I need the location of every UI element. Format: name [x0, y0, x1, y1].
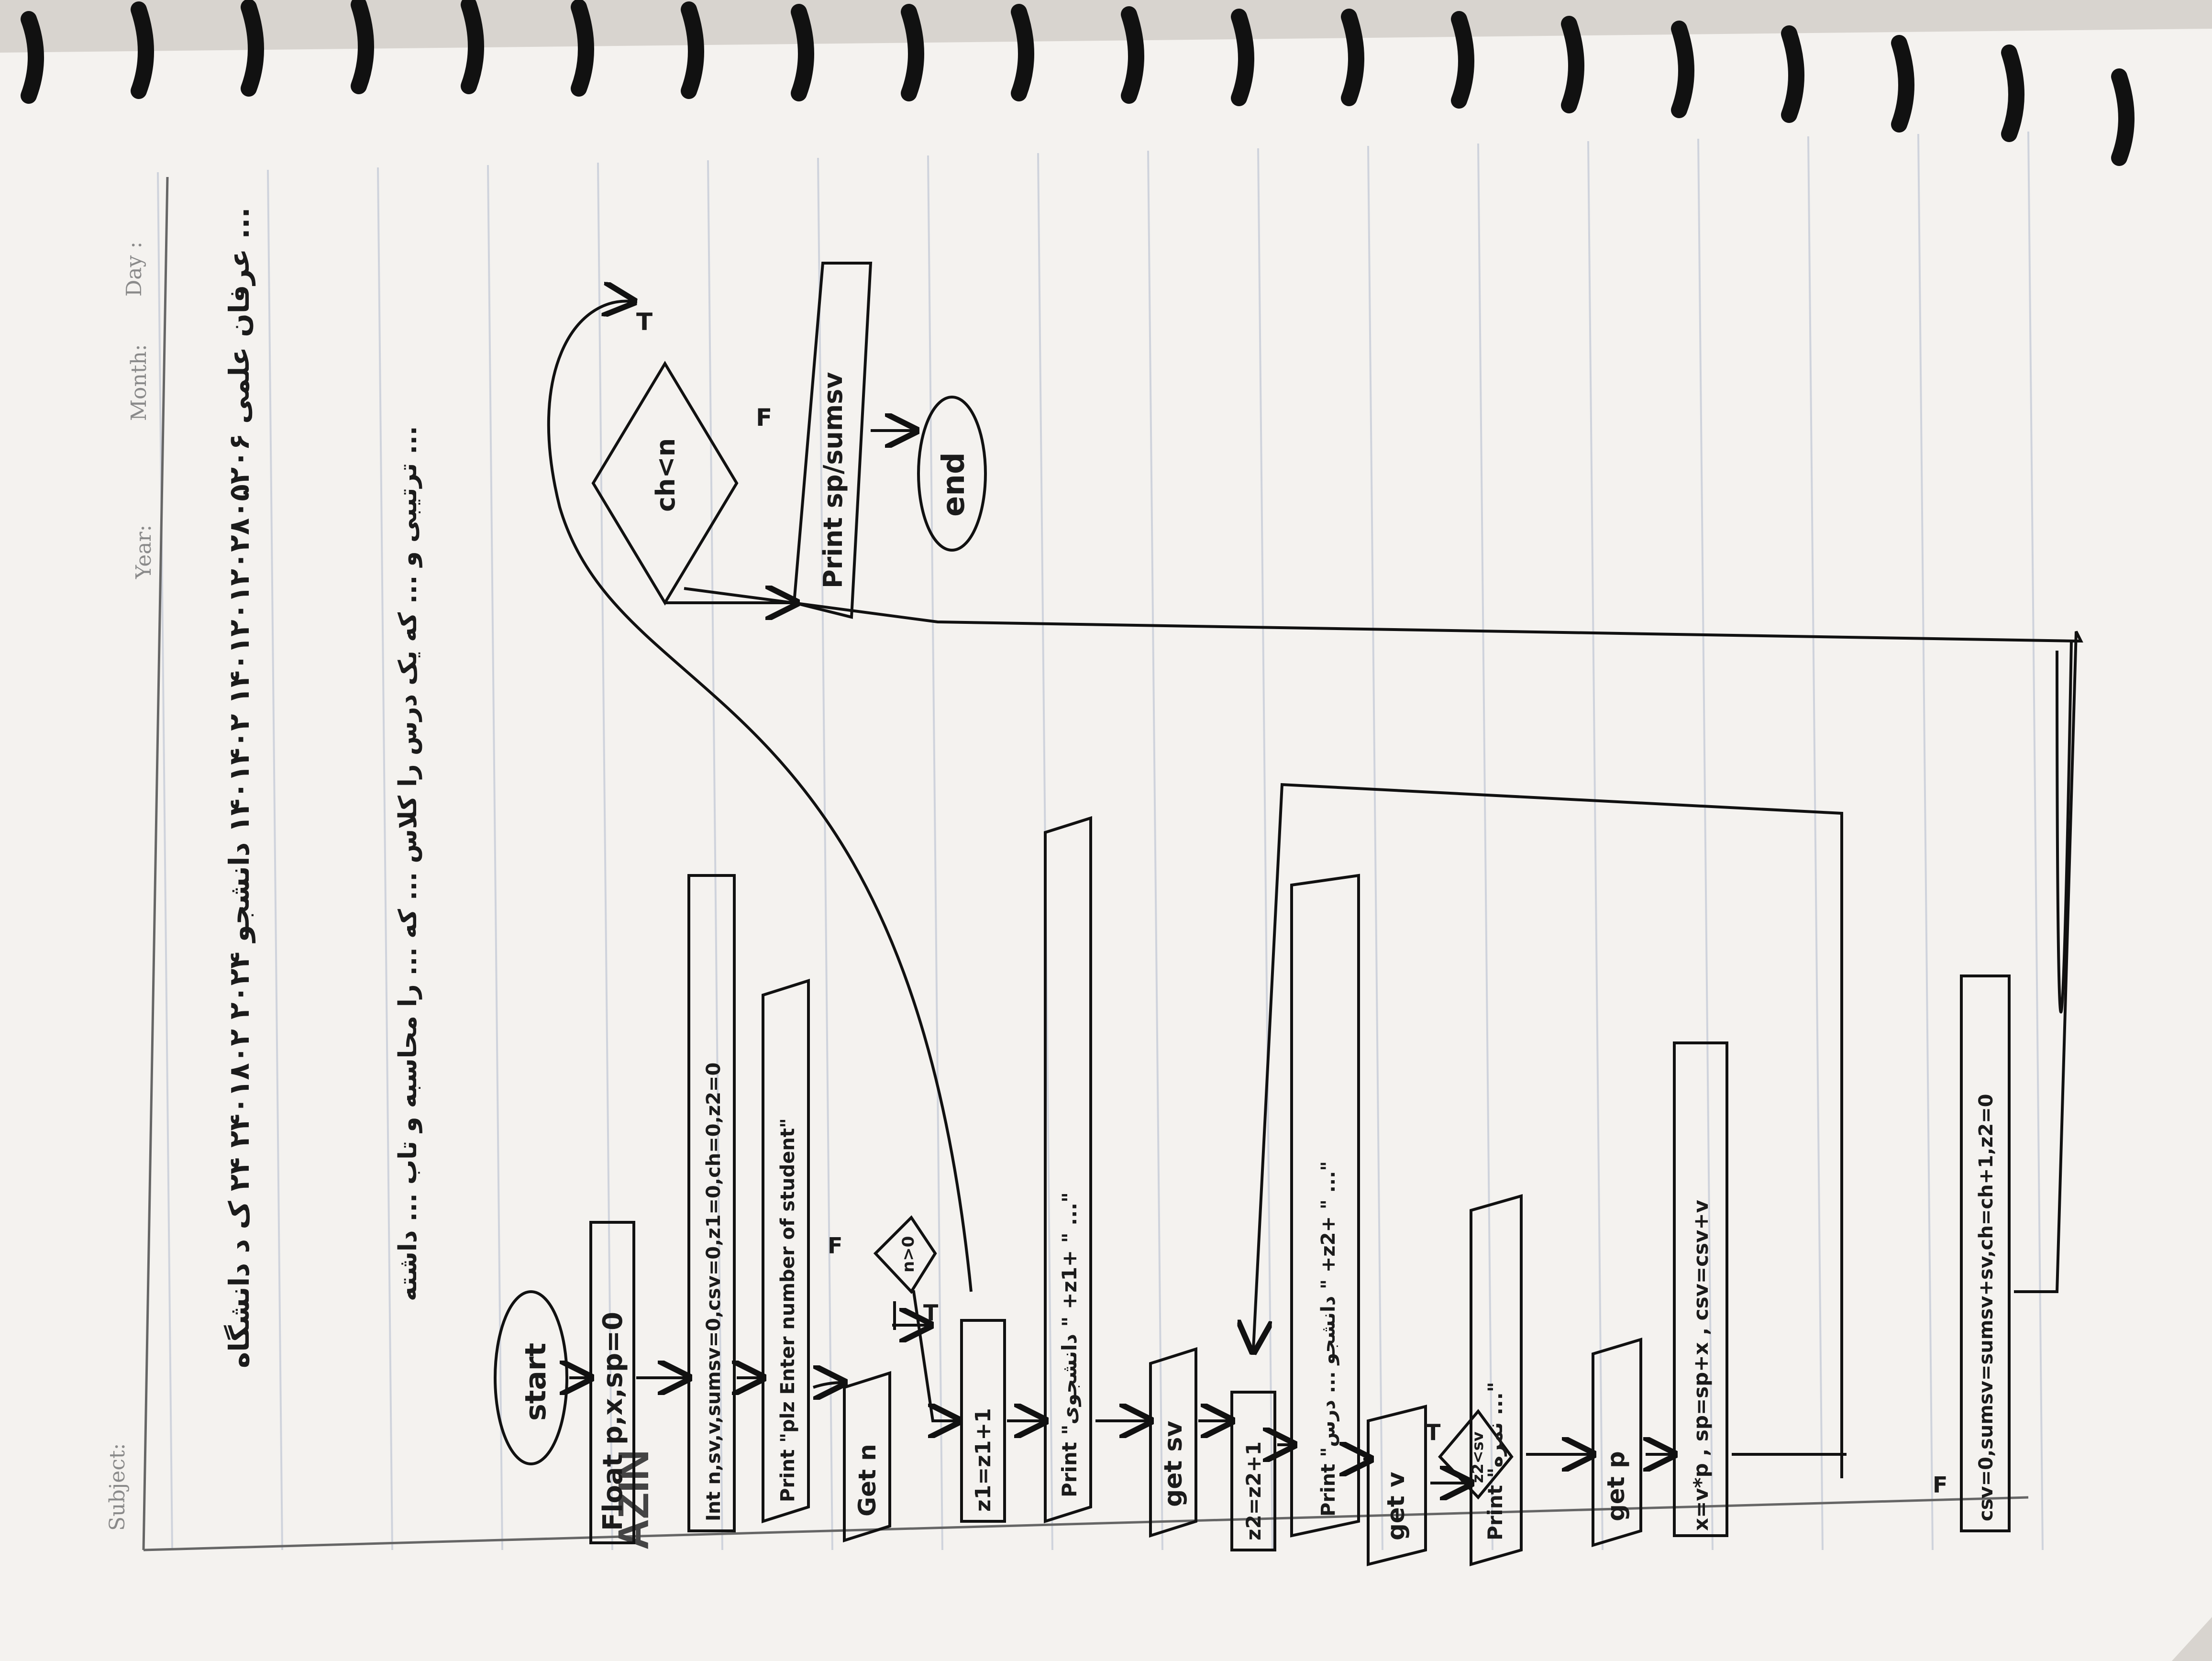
day-label: Day :	[122, 242, 146, 297]
cond-n-diamond	[873, 1215, 937, 1294]
reset-box	[1960, 974, 2011, 1532]
cond-ch-true-label: T	[636, 308, 653, 336]
get-p-label: get p	[1602, 1451, 1630, 1521]
print-grade-box	[1470, 1194, 1523, 1566]
print-student-label: Print "دانشجوی " +z1+ " ..."	[1058, 1192, 1082, 1497]
cond-n-false-label: F	[828, 1233, 842, 1259]
get-v-label: get v	[1382, 1472, 1410, 1540]
flowchart-labels: start Float p,x,sp=0 Int n,sv,v,sumsv=0,…	[519, 308, 1997, 1540]
cond-sv-label: z2<sv	[1469, 1431, 1487, 1483]
z1-inc-label: z1=z1+1	[971, 1408, 995, 1512]
flowchart	[494, 262, 2083, 1566]
get-n-box	[843, 1371, 891, 1543]
cond-sv-false-label: F	[1933, 1472, 1947, 1498]
note-line-2: ترتیبی و ... که یک درس را کلاس ... که ..…	[394, 426, 422, 1301]
print-result-label: Print sp/sumsv	[818, 372, 848, 589]
note-line-1: عرفان علمی ۱۴۰۱۲۰۱۲۰۲۸۰۵۲۰۶ ۱۴۰۱۴۰۲ دانش…	[223, 208, 256, 1369]
year-label: Year:	[132, 525, 156, 579]
declare-int-box	[687, 874, 736, 1532]
margin-rule	[142, 177, 169, 1550]
get-sv-label: get sv	[1159, 1421, 1188, 1507]
print-grade-label: Print "نمره ..."	[1483, 1382, 1507, 1540]
compute-box	[1673, 1041, 1728, 1537]
get-sv-box	[1149, 1347, 1197, 1538]
declare-int-label: Int n,sv,v,sumsv=0,csv=0,z1=0,ch=0,z2=0	[703, 1063, 725, 1521]
cond-n-label: n>0	[899, 1236, 918, 1273]
declare-float-label: Float p,x,sp=0	[597, 1312, 629, 1531]
get-v-box	[1367, 1405, 1427, 1566]
reset-label: csv=0,sumsv=sumsv+sv,ch=ch+1,z2=0	[1975, 1094, 1997, 1521]
print-result-box	[792, 262, 873, 619]
ruled-lines	[157, 131, 2044, 1550]
print-student-box	[1044, 816, 1092, 1524]
compute-label: x=v*p , sp=sp+x , csv=csv+v	[1689, 1200, 1713, 1531]
cond-ch-label: ch<n	[651, 438, 681, 512]
cond-sv-true-label: T	[1426, 1419, 1441, 1445]
end-label: end	[936, 452, 972, 517]
print-course-box	[1290, 874, 1360, 1538]
z2-inc-box	[1230, 1391, 1276, 1551]
spiral-binding	[21, 0, 2135, 166]
end-node	[917, 396, 987, 552]
z2-inc-label: z2=z2+1	[1242, 1441, 1265, 1540]
cond-n-true-label: T	[923, 1300, 939, 1326]
get-n-label: Get n	[853, 1444, 881, 1517]
paper	[0, 29, 2212, 1661]
month-label: Month:	[127, 344, 151, 421]
cond-ch-diamond	[591, 361, 739, 606]
get-p-box	[1592, 1337, 1642, 1548]
subject-label: Subject:	[105, 1443, 130, 1531]
header-rule	[143, 1496, 2029, 1551]
cond-ch-false-label: F	[756, 404, 772, 432]
prompt-n-label: Print "plz Enter number of student"	[777, 1118, 799, 1502]
print-course-label: Print "دانشجو ... درس " +z2+ " ..."	[1317, 1161, 1339, 1517]
prompt-n-box	[762, 978, 810, 1524]
start-label: start	[519, 1343, 553, 1421]
